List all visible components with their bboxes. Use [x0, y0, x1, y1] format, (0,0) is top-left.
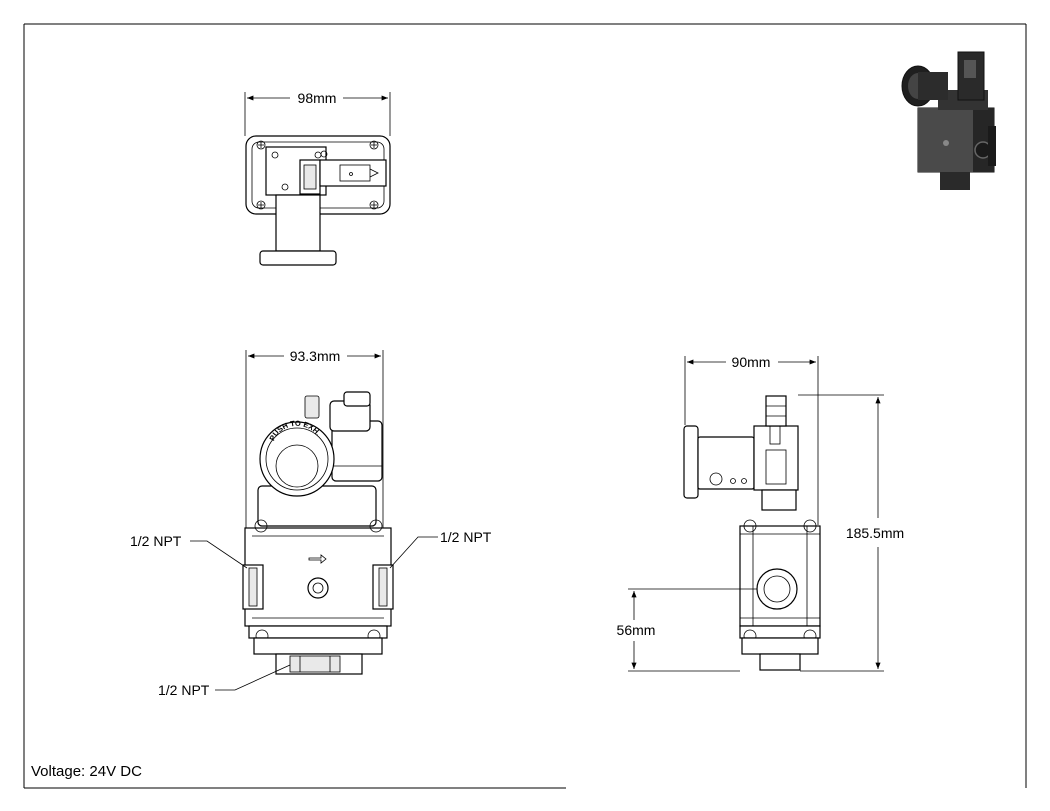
side-view: 90mm 185.5mm	[617, 354, 904, 672]
side-width-label: 90mm	[732, 354, 771, 370]
top-width-label: 98mm	[298, 90, 337, 106]
port-right-label: 1/2 NPT	[440, 529, 492, 545]
overall-height-label: 185.5mm	[846, 525, 904, 541]
top-view: 98mm	[244, 90, 391, 266]
port-left-label: 1/2 NPT	[130, 533, 182, 549]
front-width-label: 93.3mm	[290, 348, 341, 364]
valve-render-image	[901, 51, 996, 190]
front-view: 93.3mm PUSH TO EXH.	[130, 348, 492, 698]
port-height-label: 56mm	[617, 622, 656, 638]
drawing-frame	[23, 23, 1027, 789]
port-bottom-label: 1/2 NPT	[158, 682, 210, 698]
voltage-label: Voltage: 24V DC	[31, 763, 142, 780]
